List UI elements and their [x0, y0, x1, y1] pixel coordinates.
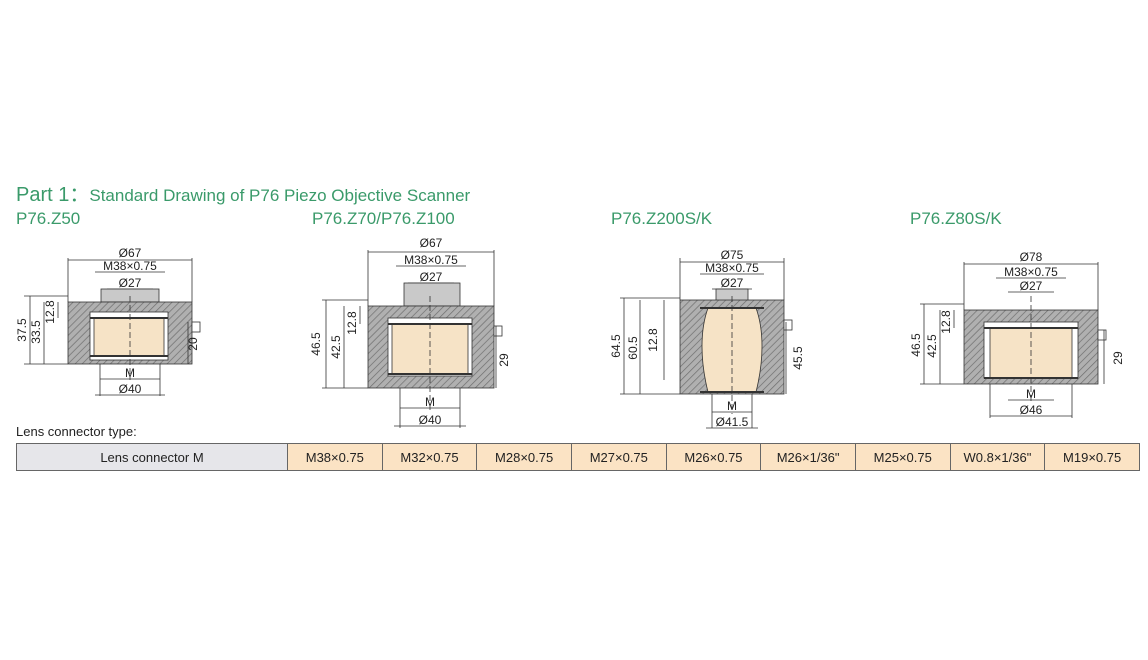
dim-z50-inner: Ø27	[119, 276, 142, 290]
section-title-text: Standard Drawing of P76 Piezo Objective …	[89, 186, 471, 205]
dim-z50-lens: M	[125, 366, 135, 380]
model-name-z200sk: P76.Z200S/K	[611, 209, 713, 228]
table-row: Lens connector M M38×0.75 M32×0.75 M28×0…	[16, 443, 1140, 471]
dim-z70-top: 12.8	[345, 311, 359, 335]
model-name-z80sk: P76.Z80S/K	[910, 209, 1002, 228]
technical-drawings: Ø67 M38×0.75 Ø27 M Ø40 37.5 33.5 12.8 20	[15, 236, 1125, 429]
connector-cell: M27×0.75	[570, 443, 667, 471]
drawing-z50	[24, 258, 201, 396]
dim-z200-bottom: Ø41.5	[716, 415, 749, 429]
dims-z50: Ø67 M38×0.75 Ø27 M Ø40 37.5 33.5 12.8 20	[15, 246, 200, 396]
dim-z200-lens: M	[727, 399, 737, 413]
dim-z200-outer: Ø75	[721, 248, 744, 262]
dim-z50-thread: M38×0.75	[103, 259, 157, 273]
connector-cell: M26×0.75	[665, 443, 762, 471]
connector-cell: W0.8×1/36"	[949, 443, 1046, 471]
lens-z50	[93, 317, 165, 357]
dim-z200-top: 12.8	[646, 328, 660, 352]
dim-z70-bottom: Ø40	[419, 413, 442, 427]
lens-z70-z100	[391, 323, 469, 375]
dim-z80-side: 29	[1111, 351, 1125, 365]
dim-z80-total: 46.5	[909, 333, 923, 357]
lens-connector-label: Lens connector type:	[16, 424, 137, 439]
dim-z50-top: 12.8	[43, 300, 57, 324]
connector-cell: M26×1/36"	[760, 443, 856, 471]
dim-z80-top: 12.8	[939, 310, 953, 334]
drawing-z200sk	[620, 258, 793, 429]
dim-z70-thread: M38×0.75	[404, 253, 458, 267]
dim-z70-lens: M	[425, 395, 435, 409]
dim-z70-outer: Ø67	[420, 236, 443, 250]
connector-cell: M25×0.75	[854, 443, 951, 471]
dim-z80-body: 42.5	[925, 334, 939, 358]
dim-z200-total: 64.5	[609, 334, 623, 358]
dims-z80sk: Ø78 M38×0.75 Ø27 M Ø46 46.5 42.5 12.8 29	[909, 250, 1125, 417]
connector-cell: M28×0.75	[476, 443, 572, 471]
dim-z200-side: 45.5	[791, 346, 805, 370]
dim-z80-bottom: Ø46	[1020, 403, 1043, 417]
table-row-header: Lens connector M	[16, 443, 288, 471]
dim-z80-thread: M38×0.75	[1004, 265, 1058, 279]
section-part-label: Part 1：	[16, 184, 90, 206]
dims-z200sk: Ø75 M38×0.75 Ø27 M Ø41.5 64.5 60.5 12.8 …	[609, 248, 805, 429]
dim-z50-outer: Ø67	[119, 246, 142, 260]
section-title: Part 1：Standard Drawing of P76 Piezo Obj…	[16, 178, 470, 207]
dim-z80-outer: Ø78	[1020, 250, 1043, 264]
dim-z200-thread: M38×0.75	[705, 261, 759, 275]
dim-z50-bottom: Ø40	[119, 382, 142, 396]
lens-connector-table: Lens connector M M38×0.75 M32×0.75 M28×0…	[16, 443, 1140, 471]
drawing-z80sk	[920, 262, 1107, 418]
model-name-z70-z100: P76.Z70/P76.Z100	[312, 209, 455, 228]
dim-z200-body: 60.5	[626, 336, 640, 360]
dim-z50-total: 37.5	[15, 318, 29, 342]
dim-z80-inner: Ø27	[1020, 279, 1043, 293]
dim-z70-side: 29	[497, 353, 511, 367]
dim-z50-body: 33.5	[29, 320, 43, 344]
dim-z50-side: 20	[186, 337, 200, 351]
drawing-z70-z100	[322, 250, 503, 428]
connector-cell: M38×0.75	[287, 443, 383, 471]
connector-cell: M32×0.75	[381, 443, 478, 471]
dim-z70-total: 46.5	[309, 332, 323, 356]
dim-z80-lens: M	[1026, 387, 1036, 401]
dim-z70-body: 42.5	[329, 335, 343, 359]
dims-z70-z100: Ø67 M38×0.75 Ø27 M Ø40 46.5 42.5 12.8 29	[309, 236, 511, 427]
dim-z200-inner: Ø27	[721, 276, 744, 290]
model-name-z50: P76.Z50	[16, 209, 81, 228]
connector-cell: M19×0.75	[1044, 443, 1140, 471]
dim-z70-inner: Ø27	[420, 270, 443, 284]
